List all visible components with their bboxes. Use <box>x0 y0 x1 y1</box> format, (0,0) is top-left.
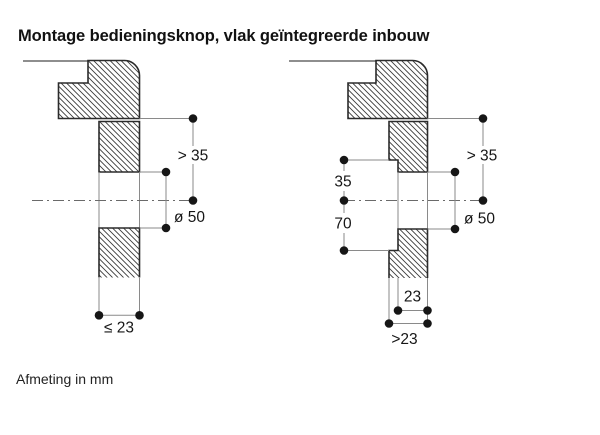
dimension-dot <box>478 196 488 205</box>
panel-bottom-section <box>99 228 140 278</box>
dimension-dot <box>188 114 198 123</box>
units-note: Afmeting in mm <box>16 371 114 387</box>
label-hole-diameter: ø 50 <box>174 209 205 226</box>
panel-top-section <box>57 59 141 120</box>
label-clearance-above: > 35 <box>467 148 498 165</box>
label-hole-diameter: ø 50 <box>464 211 495 228</box>
label-panel-thickness: >23 <box>391 331 417 348</box>
dimension-dot <box>450 167 460 177</box>
dimension-dot <box>423 319 432 328</box>
dimension-dot <box>135 311 144 320</box>
label-recess-width: 23 <box>404 289 421 306</box>
panel-middle-section <box>98 120 141 173</box>
dimension-dot <box>478 114 488 123</box>
dimension-dot <box>393 306 403 315</box>
dimension-dot <box>384 319 394 328</box>
panel-top-section <box>347 59 429 120</box>
dimension-dot <box>423 306 432 315</box>
left-view: > 35 ø 50 ≤ 23 <box>23 59 209 337</box>
dimension-dot <box>450 224 460 234</box>
right-view: 35 70 > 35 ø 50 23 >23 <box>289 59 498 348</box>
dimension-dot <box>339 246 349 255</box>
panel-bottom-section <box>389 229 428 278</box>
dimension-dot <box>339 196 349 205</box>
page-title: Montage bedieningsknop, vlak geïntegreer… <box>18 27 430 45</box>
dimension-dot <box>339 155 349 165</box>
panel-bottom-section-border <box>388 228 429 278</box>
panel-bottom-section-border <box>98 227 141 278</box>
dimension-dot <box>188 196 198 205</box>
label-clearance-above: > 35 <box>178 148 209 165</box>
dimension-dot <box>161 223 171 233</box>
dimension-dot <box>161 167 171 177</box>
label-recess-total: 70 <box>334 216 352 233</box>
dimension-dot <box>94 311 104 320</box>
label-recess-to-center: 35 <box>334 174 351 191</box>
panel-middle-section <box>388 120 429 173</box>
label-panel-thickness: ≤ 23 <box>104 320 134 337</box>
